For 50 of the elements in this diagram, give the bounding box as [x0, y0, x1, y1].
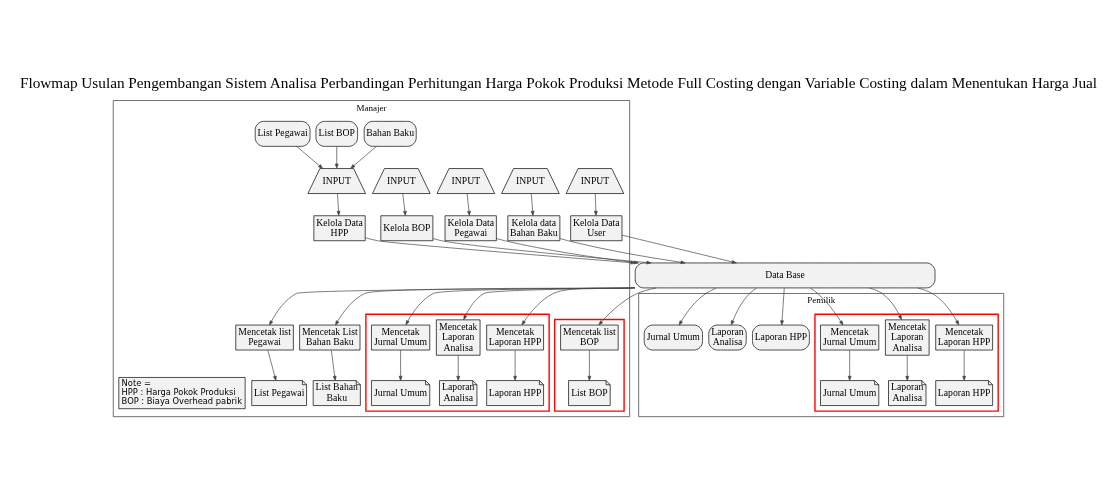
arrow [398, 349, 403, 381]
arrow [296, 146, 323, 169]
arrow [402, 193, 407, 216]
node-box: Note = HPP : Harga Pokok Produksi BOP : Biaya Overhead pabrik [118, 377, 246, 410]
node-box: Mencetak Jurnal Umum [371, 324, 431, 351]
node-box: Mencetak Jurnal Umum [820, 324, 880, 351]
node-box: Mencetak Laporan Analisa [885, 319, 930, 356]
arrow [456, 355, 460, 381]
arrow [917, 287, 960, 326]
diagram-title: Flowmap Usulan Pengembangan Sistem Analisa Perbandingan Perhitungan Harga Pokok Produksi Metode Full Costing dengan Variable Costing dalam Menentukan Harga Jual [19, 73, 1098, 91]
arrow [594, 193, 598, 216]
node-box: Kelola Data Pegawai [444, 215, 497, 242]
arrow [847, 349, 852, 381]
node-box: Jurnal Umum [643, 324, 703, 351]
arrow [267, 349, 277, 381]
node-box: List BOP [315, 121, 358, 147]
node-box: Mencetak list Pegawai [235, 324, 294, 351]
node-box: Mencetak Laporan HPP [935, 324, 993, 351]
arrow [730, 287, 757, 326]
arrow [678, 287, 717, 326]
arrow [598, 287, 657, 326]
node-box: Mencetak Laporan Analisa [436, 319, 481, 356]
arrow [269, 287, 636, 326]
arrow [466, 193, 471, 216]
node-box: Kelola Data User [570, 215, 623, 242]
node-box: Laporan HPP [752, 324, 810, 351]
arrow [810, 287, 844, 326]
node-box: Kelola data Bahan Baku [507, 215, 561, 242]
node-box: Laporan Analisa [708, 324, 747, 351]
arrow [587, 349, 592, 381]
node-box: Mencetak Laporan HPP [486, 324, 544, 351]
arrow [335, 287, 636, 326]
node-box: List Pegawai [254, 121, 311, 147]
arrow [530, 193, 535, 216]
arrow [513, 349, 517, 381]
arrow [350, 146, 377, 169]
arrow [905, 355, 910, 381]
arrow [331, 349, 337, 381]
arrow [334, 146, 339, 169]
arrow [962, 349, 966, 381]
node-box: Mencetak List Bahan Baku [299, 324, 361, 351]
arrow [780, 287, 785, 326]
arrow [405, 287, 636, 326]
arrow [364, 237, 636, 265]
node-box: Mencetak list BOP [560, 324, 619, 351]
node-box: Kelola BOP [380, 215, 434, 242]
node-box: Kelola Data HPP [313, 215, 366, 242]
node-box: Bahan Baku [363, 121, 417, 147]
arrow [868, 287, 902, 321]
arrow [336, 193, 341, 216]
